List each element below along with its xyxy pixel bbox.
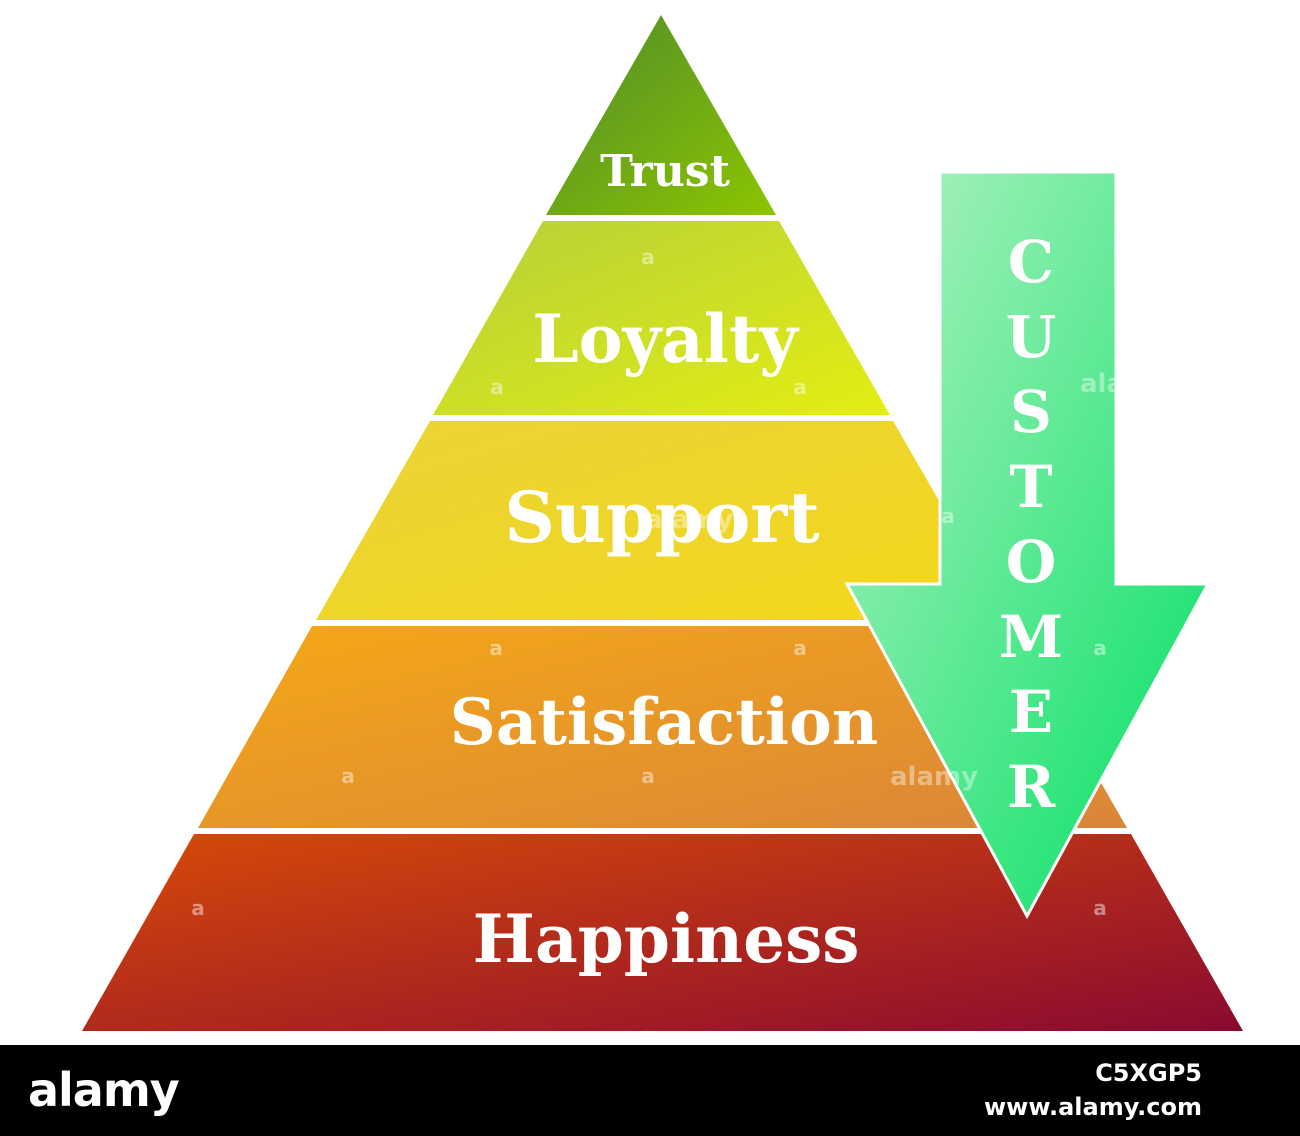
arrow-letter-r: R	[1007, 753, 1056, 821]
arrow-letter-c: C	[1008, 228, 1054, 296]
arrow-letter-t: T	[1009, 453, 1052, 521]
tier-label-trust: Trust	[600, 146, 730, 197]
arrow-letter-e: E	[1009, 678, 1053, 746]
tier-label-happiness: Happiness	[473, 900, 860, 978]
watermark-mark: a	[793, 375, 807, 399]
tier-label-loyalty: Loyalty	[532, 300, 799, 378]
arrow-letter-u: U	[1006, 303, 1057, 371]
tier-label-satisfaction: Satisfaction	[450, 685, 879, 760]
alamy-logo: alamy	[28, 1063, 180, 1117]
arrow-letters: C U S T O M E R	[999, 228, 1063, 821]
watermark-mark: a	[341, 764, 355, 788]
watermark-mark: a	[641, 1023, 655, 1045]
watermark-word: alamy	[1080, 369, 1168, 399]
watermark: a a a a a a a a a a a a alamy alamy alam…	[191, 245, 1168, 1045]
image-id: C5XGP5	[1095, 1059, 1202, 1087]
arrow-letter-m: M	[999, 603, 1063, 671]
tier-satisfaction	[198, 626, 1127, 828]
watermark-mark: a	[1093, 896, 1107, 920]
tier-label-support: Support	[504, 476, 819, 559]
watermark-mark: a	[793, 636, 807, 660]
site-url: www.alamy.com	[983, 1093, 1202, 1121]
watermark-mark: a	[941, 504, 955, 528]
customer-pyramid-diagram: Trust Loyalty Support Satisfaction Happi…	[82, 15, 1243, 1045]
tier-trust	[546, 15, 776, 215]
watermark-word: alamy	[890, 762, 978, 792]
tier-happiness	[82, 834, 1243, 1031]
footer-bar: alamy C5XGP5 www.alamy.com	[0, 1045, 1300, 1136]
customer-arrow	[844, 170, 1211, 920]
watermark-word: alamy	[645, 505, 733, 535]
watermark-mark: a	[641, 245, 655, 269]
watermark-mark: a	[1093, 636, 1107, 660]
watermark-mark: a	[191, 896, 205, 920]
arrow-letter-s: S	[1010, 378, 1052, 446]
watermark-mark: a	[489, 636, 503, 660]
watermark-mark: a	[641, 764, 655, 788]
arrow-letter-o: O	[1006, 528, 1057, 596]
tier-support	[316, 421, 1008, 620]
watermark-mark: a	[490, 375, 504, 399]
tier-loyalty	[433, 221, 890, 415]
